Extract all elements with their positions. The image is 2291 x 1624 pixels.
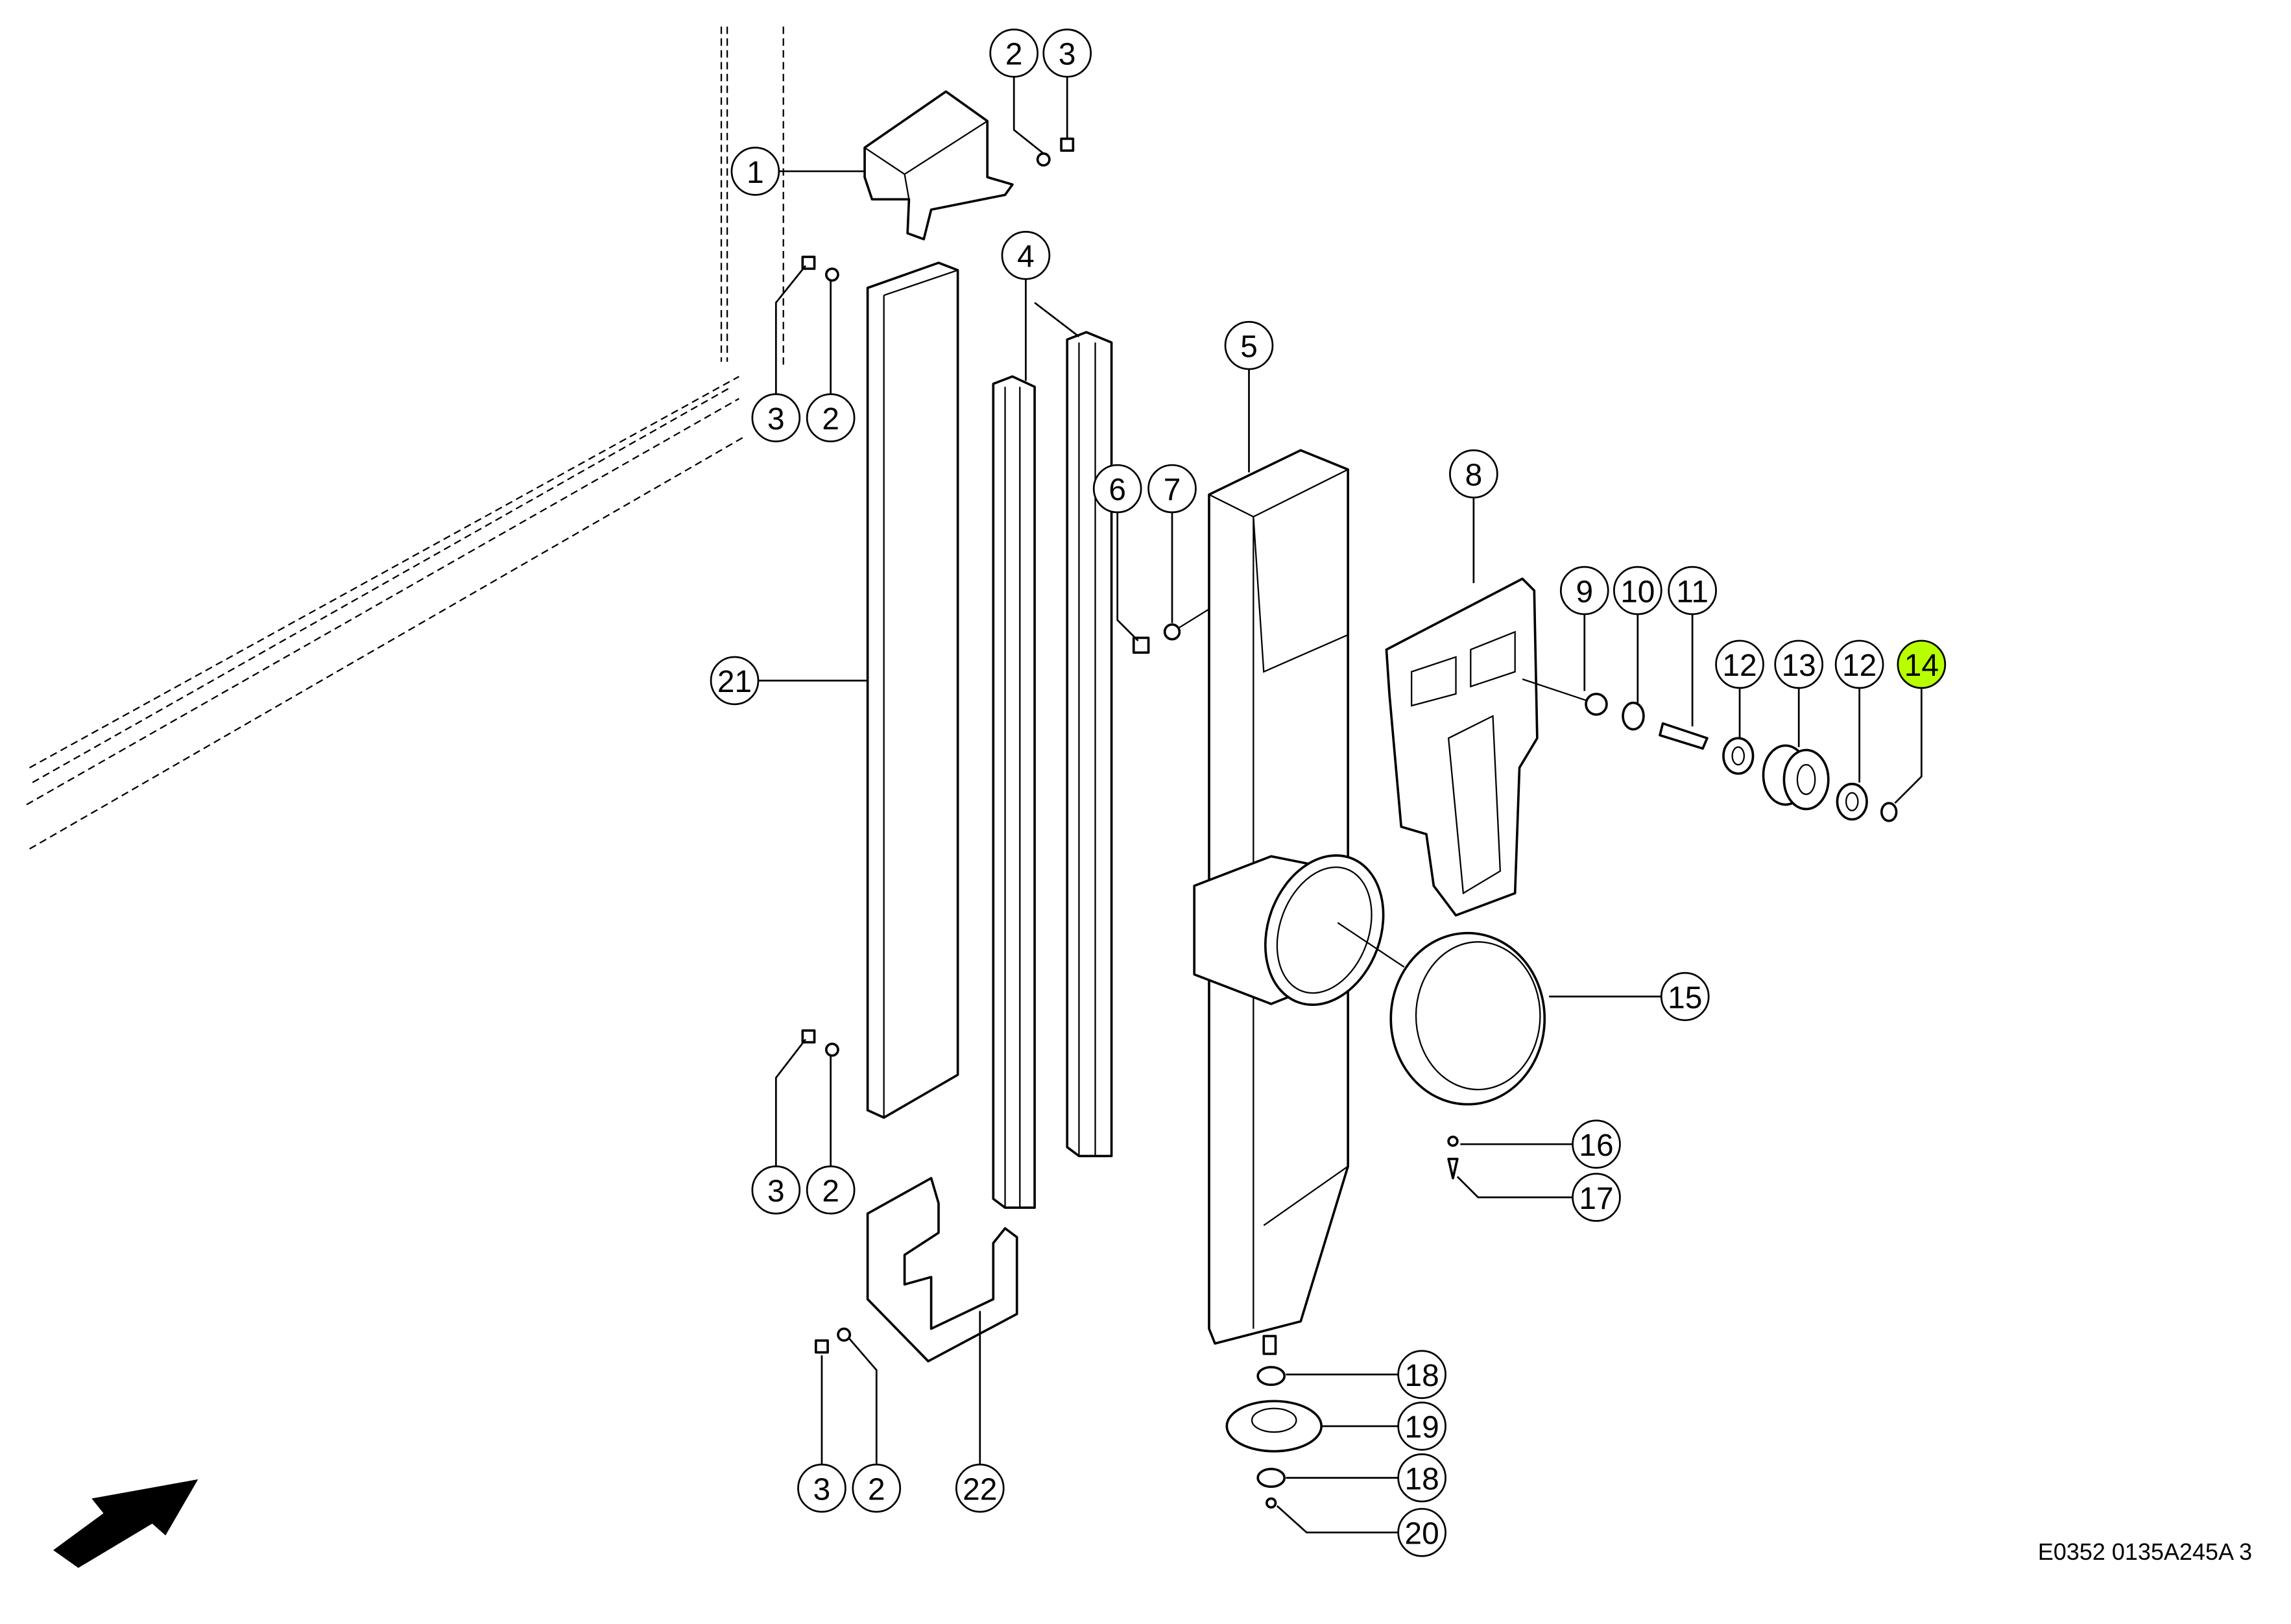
callout-circle[interactable] xyxy=(1613,566,1662,615)
callout-part-11[interactable]: 11 xyxy=(1668,566,1717,615)
part-8-mount-plate xyxy=(1385,577,1539,917)
callout-circle[interactable] xyxy=(1092,464,1142,514)
leader-line-3 xyxy=(774,1038,806,1167)
callout-circle[interactable] xyxy=(1834,639,1884,689)
callout-circle[interactable] xyxy=(1449,449,1498,499)
leader-line-2 xyxy=(1013,77,1044,154)
callout-circle[interactable] xyxy=(1572,1119,1621,1169)
callout-part-2[interactable]: 2 xyxy=(989,29,1039,78)
callout-part-22[interactable]: 22 xyxy=(955,1463,1005,1513)
reference-code: E0352 0135A245A 3 xyxy=(2037,1538,2252,1565)
callout-circle[interactable] xyxy=(1715,639,1764,689)
callout-circle[interactable] xyxy=(751,1165,801,1215)
callout-part-2[interactable]: 2 xyxy=(852,1463,902,1513)
callout-circle[interactable] xyxy=(1397,1508,1446,1557)
callout-part-16[interactable]: 16 xyxy=(1572,1119,1621,1169)
callout-part-7[interactable]: 7 xyxy=(1147,464,1197,514)
callout-circle[interactable] xyxy=(1147,464,1197,514)
callout-part-3[interactable]: 3 xyxy=(751,1165,801,1215)
callout-part-5[interactable]: 5 xyxy=(1224,320,1274,370)
callout-circle[interactable] xyxy=(710,656,760,706)
callout-circle[interactable] xyxy=(1897,639,1947,689)
callout-circle[interactable] xyxy=(797,1463,846,1513)
callout-part-20[interactable]: 20 xyxy=(1397,1508,1446,1557)
callout-part-17[interactable]: 17 xyxy=(1572,1173,1621,1222)
callout-part-4[interactable]: 4 xyxy=(1001,231,1051,280)
leader-line-20 xyxy=(1276,1505,1398,1534)
leader-line-17 xyxy=(1456,1176,1573,1199)
callout-circle[interactable] xyxy=(1668,566,1717,615)
leader-line-4 xyxy=(1025,279,1080,381)
callout-part-2[interactable]: 2 xyxy=(806,1165,856,1215)
callout-part-10[interactable]: 10 xyxy=(1613,566,1662,615)
callout-part-14[interactable]: 14 xyxy=(1897,639,1947,689)
callout-circle[interactable] xyxy=(1001,231,1051,280)
callout-part-3[interactable]: 3 xyxy=(751,393,801,442)
part-4-rails xyxy=(992,331,1113,1209)
part-21-plate xyxy=(866,261,959,1119)
arrow-icon xyxy=(53,1479,198,1568)
leader-line-3 xyxy=(774,265,806,394)
callout-part-2[interactable]: 2 xyxy=(806,393,856,442)
callout-part-21[interactable]: 21 xyxy=(710,656,760,706)
leader-line-14 xyxy=(1894,687,1923,804)
callout-part-12[interactable]: 12 xyxy=(1834,639,1884,689)
callout-circle[interactable] xyxy=(1397,1453,1446,1503)
callout-part-15[interactable]: 15 xyxy=(1660,972,1710,1021)
leader-line-6 xyxy=(1116,512,1139,641)
leader-line-2 xyxy=(847,1337,878,1465)
part-22-lower-bracket xyxy=(866,1176,1018,1363)
frame-outline xyxy=(26,26,784,850)
callout-part-13[interactable]: 13 xyxy=(1774,639,1824,689)
callout-circle[interactable] xyxy=(1397,1350,1446,1400)
callout-circle[interactable] xyxy=(730,147,780,196)
callout-part-8[interactable]: 8 xyxy=(1449,449,1498,499)
leader-lines xyxy=(758,77,1923,1534)
callout-circle[interactable] xyxy=(1042,29,1092,78)
part-1-top-bracket xyxy=(863,90,1014,241)
callout-part-6[interactable]: 6 xyxy=(1092,464,1142,514)
callout-part-3[interactable]: 3 xyxy=(1042,29,1092,78)
callout-circle[interactable] xyxy=(989,29,1039,78)
callout-circle[interactable] xyxy=(751,393,801,442)
callout-part-12[interactable]: 12 xyxy=(1715,639,1764,689)
callout-part-3[interactable]: 3 xyxy=(797,1463,846,1513)
callout-part-18[interactable]: 18 xyxy=(1397,1453,1446,1503)
callout-circle[interactable] xyxy=(955,1463,1005,1513)
callout-circle[interactable] xyxy=(1559,566,1609,615)
callout-part-19[interactable]: 19 xyxy=(1397,1402,1446,1451)
callout-part-9[interactable]: 9 xyxy=(1559,566,1609,615)
callout-circle[interactable] xyxy=(1774,639,1824,689)
part-5-column xyxy=(1193,449,1385,1355)
callout-circle[interactable] xyxy=(1660,972,1710,1021)
hardware-stack xyxy=(1522,678,1898,822)
part-15-ring xyxy=(1337,922,1546,1180)
callout-part-1[interactable]: 1 xyxy=(730,147,780,196)
roller-assembly xyxy=(1225,1366,1323,1509)
callout-circle[interactable] xyxy=(852,1463,902,1513)
callout-circle[interactable] xyxy=(1572,1173,1621,1222)
callout-circle[interactable] xyxy=(1224,320,1274,370)
callout-circle[interactable] xyxy=(1397,1402,1446,1451)
callout-circle[interactable] xyxy=(806,1165,856,1215)
callout-circle[interactable] xyxy=(806,393,856,442)
callout-part-18[interactable]: 18 xyxy=(1397,1350,1446,1400)
